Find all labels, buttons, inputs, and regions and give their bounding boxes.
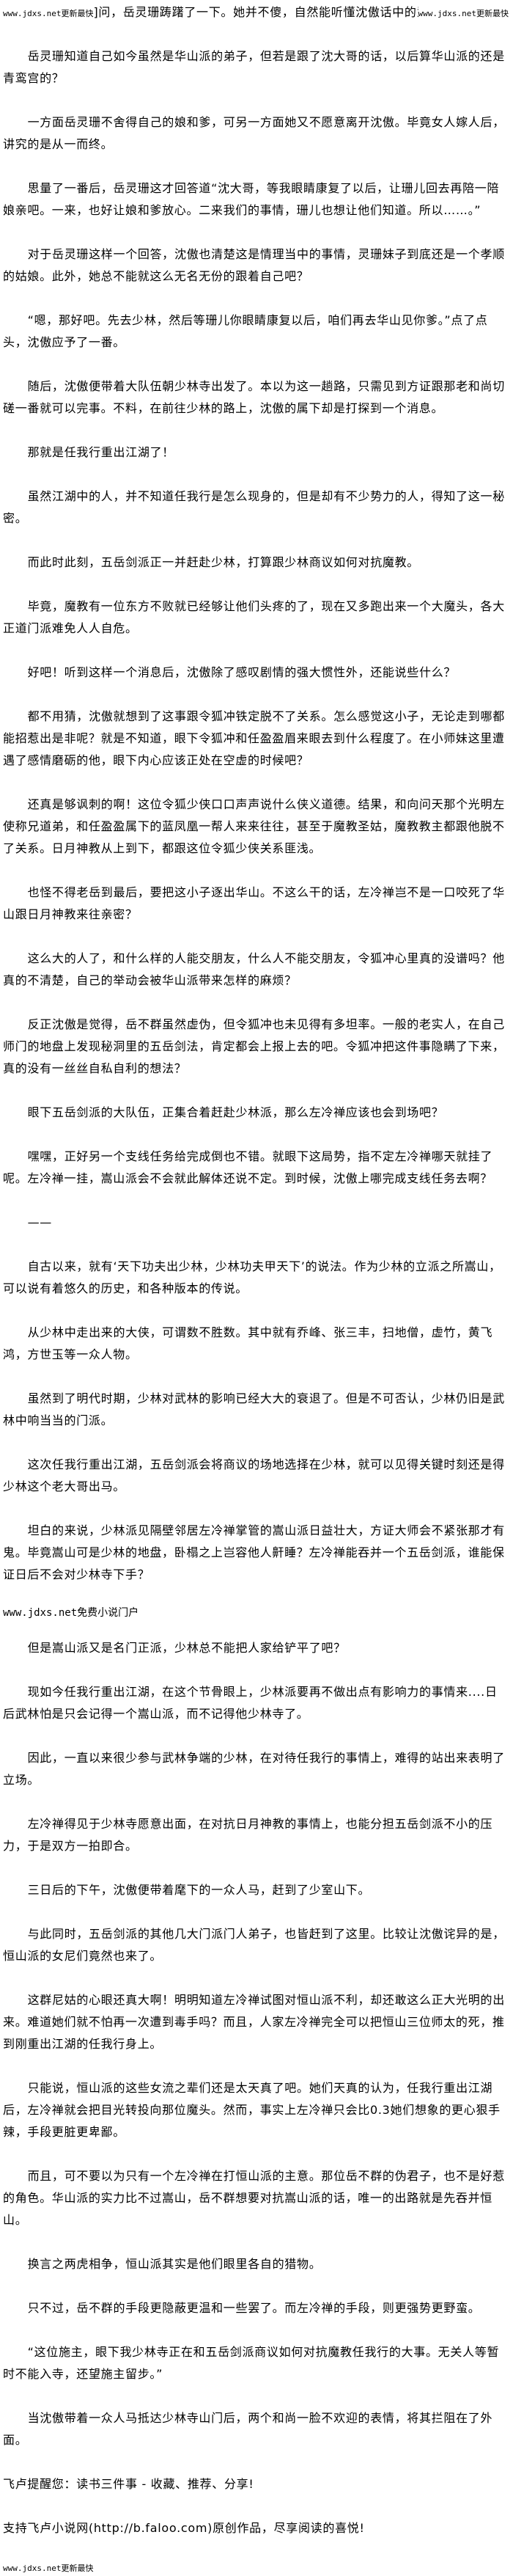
paragraph: 左冷禅得见于少林寺愿意出面，在对抗日月神教的事情上，也能分担五岳剑派不小的压力，…	[3, 1817, 493, 1853]
paragraph: “这位施主，眼下我少林寺正在和五岳剑派商议如何对抗魔教任我行的大事。无关人等暂时…	[3, 2345, 500, 2381]
paragraph: 对于岳灵珊这样一个回答，沈傲也清楚这是情理当中的事情，灵珊妹子到底还是一个孝顺的…	[3, 247, 505, 283]
support-notice: 支持飞卢小说网(http://b.faloo.com)原创作品，尽享阅读的喜悦!	[3, 2521, 365, 2535]
paragraph: 换言之两虎相争，恒山派其实是他们眼里各自的猎物。	[27, 2257, 322, 2271]
paragraph: “嗯，那好吧。先去少林，然后等珊儿你眼睛康复以后，咱们再去华山见你爹。”点了点头…	[3, 313, 488, 349]
site-watermark-left: www.jdxs.net更新最快	[3, 9, 94, 18]
paragraph: 也怪不得老岳到最后，要把这小子逐出华山。不这么干的话，左冷禅岂不是一口咬死了华山…	[3, 885, 505, 921]
paragraph: 好吧！听到这样一个消息后，沈傲除了感叹剧情的强大惯性外，还能说些什么？	[27, 665, 457, 679]
paragraph: 这次任我行重出江湖，五岳剑派会将商议的场地选择在少林，就可以见得关键时刻还是得少…	[3, 1457, 505, 1493]
section-separator: ——	[27, 1215, 52, 1229]
paragraph: 一方面岳灵珊不舍得自己的娘和爹，可另一方面她又不愿意离开沈傲。毕竟女人嫁人后，讲…	[3, 115, 505, 151]
paragraph: 这群尼姑的心眼还真大啊！明明知道左冷禅试图对恒山派不利，却还敢这么正大光明的出来…	[3, 1993, 505, 2051]
paragraph: 因此，一直以来很少参与武林争端的少林，在对待任我行的事情上，难得的站出来表明了立…	[3, 1751, 505, 1787]
paragraph: 毕竟，魔教有一位东方不败就已经够让他们头疼的了，现在又多跑出来一个大魔头，各大正…	[3, 599, 505, 635]
site-watermark-footer: www.jdxs.net更新最快	[3, 2564, 94, 2573]
paragraph: 虽然到了明代时期，少林对武林的影响已经大大的衰退了。但是不可否认，少林仍旧是武林…	[3, 1391, 505, 1427]
paragraph: 而且，可不要以为只有一个左冷禅在打恒山派的主意。那位岳不群的伪君子，也不是好惹的…	[3, 2169, 505, 2227]
paragraph: 这么大的人了，和什么样的人能交朋友，什么人不能交朋友，令狐冲心里真的没谱吗？他真…	[3, 951, 505, 987]
paragraph: 而此时此刻，五岳剑派正一并赶赴少林，打算跟少林商议如何对抗魔教。	[27, 555, 419, 569]
site-watermark-right: www.jdxs.net更新最快	[418, 9, 509, 18]
chapter-body-part-1: 岳灵珊知道自己如今虽然是华山派的弟子，但若是跟了沈大哥的话，以后算华山派的还是青…	[3, 45, 509, 1586]
paragraph: 自古以来，就有‘天下功夫出少林，少林功夫甲天下’的说法。作为少林的立派之所嵩山，…	[3, 1259, 501, 1295]
paragraph: 与此同时，五岳剑派的其他几大门派门人弟子，也皆赶到了这里。比较让沈傲诧异的是，恒…	[3, 1927, 505, 1963]
paragraph: 眼下五岳剑派的大队伍，正集合着赶赴少林派，那么左冷禅应该也会到场吧？	[27, 1105, 444, 1119]
paragraph: 现如今任我行重出江湖，在这个节骨眼上，少林派要再不做出点有影响力的事情来....…	[3, 1685, 498, 1721]
paragraph: 嘿嘿，正好另一个支线任务给完成倒也不错。就眼下这局势，指不定左冷禅哪天就挂了呢。…	[3, 1149, 493, 1185]
paragraph: 三日后的下午，沈傲便带着麾下的一众人马，赶到了少室山下。	[27, 1883, 371, 1897]
paragraph: 虽然江湖中的人，并不知道任我行是怎么现身的，但是却有不少势力的人，得知了这一秘密…	[3, 489, 505, 525]
paragraph: 坦白的来说，少林派见隔壁邻居左冷禅掌管的嵩山派日益壮大，方证大师会不紧张那才有鬼…	[3, 1523, 505, 1581]
paragraph: 只能说，恒山派的这些女流之辈们还是太天真了吧。她们天真的认为，任我行重出江湖后，…	[3, 2081, 501, 2139]
paragraph: 反正沈傲是觉得，岳不群虽然虚伪，但令狐冲也未见得有多坦率。一般的老实人，在自己师…	[3, 1017, 505, 1075]
header-line: www.jdxs.net更新最快 ]问，岳灵珊踌躇了一下。她并不傻，自然能听懂沈…	[3, 1, 509, 23]
paragraph: 当沈傲带着一众人马抵达少林寺山门后，两个和尚一脸不欢迎的表情，将其拦阻在了外面。	[3, 2411, 493, 2447]
paragraph: 还真是够讽刺的啊！这位令狐少侠口口声声说什么侠义道德。结果，和向问天那个光明左使…	[3, 797, 505, 855]
paragraph: 岳灵珊知道自己如今虽然是华山派的弟子，但若是跟了沈大哥的话，以后算华山派的还是青…	[3, 49, 505, 85]
paragraph: 随后，沈傲便带着大队伍朝少林寺出发了。本以为这一趟路，只需见到方证跟那老和尚切磋…	[3, 379, 505, 415]
paragraph: 从少林中走出来的大侠，可谓数不胜数。其中就有乔峰、张三丰，扫地僧，虚竹，黄飞鸿，…	[3, 1325, 493, 1361]
reading-reminder: 飞卢提醒您：读书三件事 - 收藏、推荐、分享!	[3, 2477, 254, 2491]
paragraph: 只不过，岳不群的手段更隐蔽更温和一些罢了。而左冷禅的手段，则更强势更野蛮。	[27, 2301, 481, 2315]
paragraph: 那就是任我行重出江湖了！	[27, 445, 174, 459]
paragraph: 都不用猜，沈傲就想到了这事跟令狐冲铁定脱不了关系。怎么感觉这小子，无论走到哪都能…	[3, 709, 505, 767]
paragraph: 但是嵩山派又是名门正派，少林总不能把人家给铲平了吧？	[27, 1641, 346, 1655]
site-watermark-middle: www.jdxs.net免费小说门户	[3, 1607, 139, 1619]
paragraph: 思量了一番后，岳灵珊这才回答道“沈大哥，等我眼睛康复了以后，让珊儿回去再陪一陪娘…	[3, 181, 500, 217]
chapter-body-part-2: 但是嵩山派又是名门正派，少林总不能把人家给铲平了吧？ 现如今任我行重出江湖，在这个…	[3, 1637, 509, 2451]
chapter-fragment: ]问，岳灵珊踌躇了一下。她并不傻，自然能听懂沈傲话中的意	[93, 5, 418, 19]
